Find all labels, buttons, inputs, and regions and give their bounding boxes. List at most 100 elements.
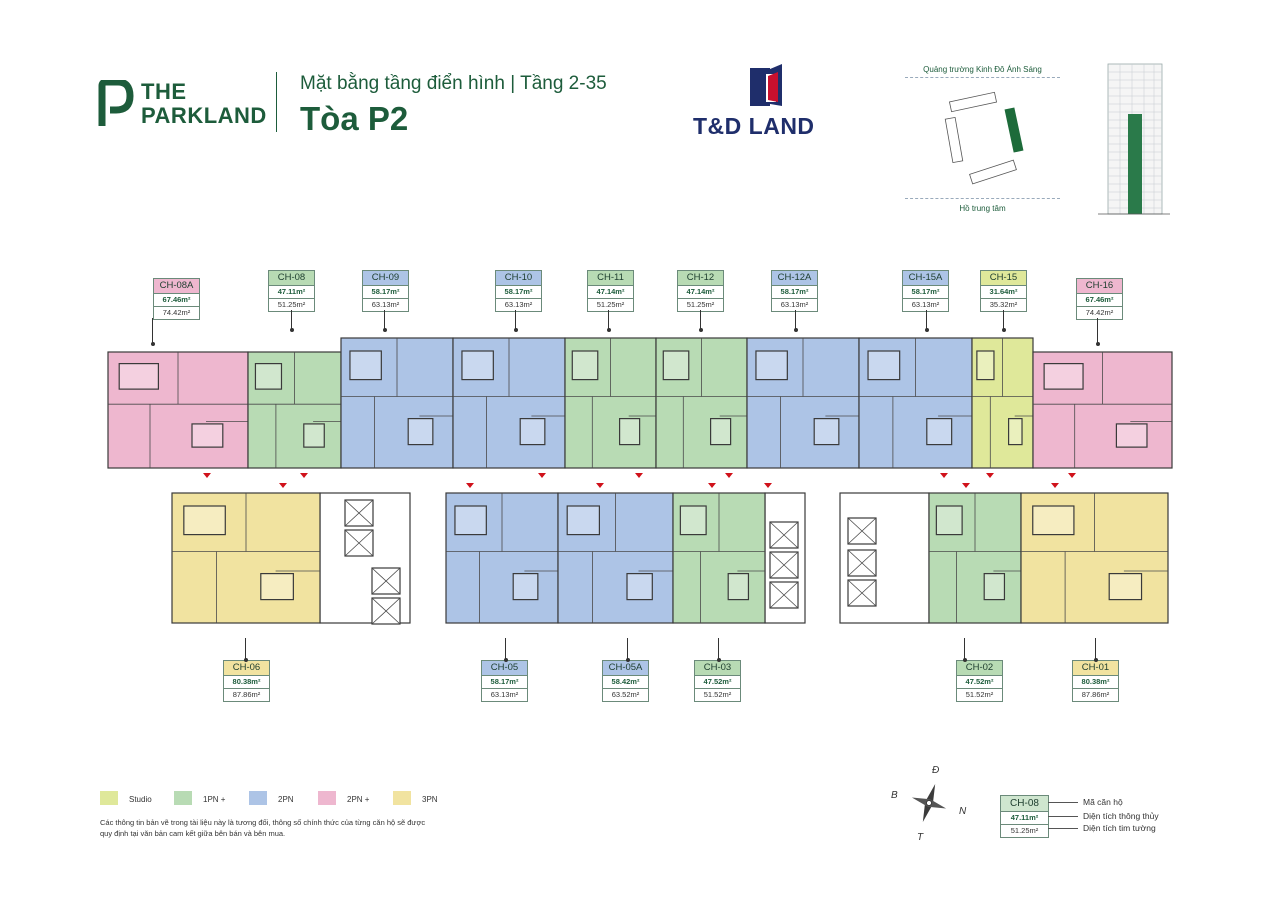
leader-bottom-2	[627, 638, 628, 660]
unit-top-4-bath	[618, 418, 641, 446]
unit-bottom-0-bath	[260, 572, 294, 601]
legend-label-2pn: 2PN	[278, 795, 294, 804]
entrance-marker-9	[764, 483, 772, 488]
unit-bottom-2-bed	[566, 505, 601, 536]
elevator-x2-6	[769, 581, 799, 609]
entrance-marker-4	[538, 473, 546, 478]
leader-top-9	[1097, 318, 1098, 344]
leader-top-3	[515, 310, 516, 330]
legend-swatch-1pn	[174, 791, 192, 805]
unit-gross-area: 35.32m²	[989, 300, 1018, 309]
leader-top-2	[384, 310, 385, 330]
developer-name: T&D LAND	[693, 113, 815, 139]
entrance-marker-3	[466, 483, 474, 488]
leader-top-5-dot	[698, 328, 703, 332]
unit-net-area: 58.42m²	[603, 676, 648, 689]
entrance-marker-13	[1051, 483, 1059, 488]
unit-net-area: 58.17m²	[903, 286, 948, 299]
leader-bottom-0-dot	[243, 658, 248, 662]
legend-swatch-3pn	[393, 791, 411, 805]
leader-bottom-1-dot	[503, 658, 508, 662]
leader-bottom-5	[1095, 638, 1096, 660]
site-plan-top-label: Quảng trường Kinh Đô Ánh Sáng	[923, 65, 1042, 74]
legend-label-3pn: 3PN	[422, 795, 438, 804]
unit-top-2-bed	[349, 350, 382, 381]
unit-gross-area: 51.52m²	[703, 690, 732, 699]
unit-top-0-bath	[191, 423, 224, 448]
unit-top-3-bath	[519, 418, 546, 446]
key-gross-label: Diện tích tim tường	[1083, 823, 1156, 833]
elevator-x2-1	[344, 529, 374, 557]
unit-top-9-bed	[1043, 363, 1084, 390]
td-land-logo-icon	[750, 64, 782, 106]
unit-top-1-bath	[303, 423, 325, 448]
key-code-label: Mã căn hộ	[1083, 797, 1123, 807]
unit-top-8-bed	[976, 350, 995, 381]
unit-top-8-bath	[1007, 418, 1023, 446]
leader-top-6-dot	[793, 328, 798, 332]
parkland-logo-icon	[98, 80, 134, 126]
legend-label-1pn: 1PN +	[203, 795, 226, 804]
unit-gross-area: 63.52m²	[611, 690, 640, 699]
unit-code: CH-15A	[903, 271, 948, 286]
leader-top-1	[291, 310, 292, 330]
unit-bottom-2-bath	[626, 572, 653, 601]
unit-gross-area: 74.42m²	[162, 308, 191, 317]
leader-bottom-2-dot	[625, 658, 630, 662]
entrance-marker-2	[300, 473, 308, 478]
unit-gross-area: 63.13m²	[504, 300, 533, 309]
entrance-marker-1	[279, 483, 287, 488]
unit-code: CH-03	[695, 661, 740, 676]
page-title: Tòa P2	[300, 100, 409, 137]
unit-gross-area: 51.25m²	[596, 300, 625, 309]
unit-net-area: 47.14m²	[588, 286, 633, 299]
key-net-label: Diện tích thông thủy	[1083, 811, 1159, 821]
unit-gross-area: 87.86m²	[232, 690, 261, 699]
leader-bottom-3-dot	[716, 658, 721, 662]
unit-code: CH-16	[1077, 279, 1122, 294]
unit-gross-area: 63.13m²	[490, 690, 519, 699]
leader-top-4-dot	[606, 328, 611, 332]
leader-top-9-dot	[1095, 342, 1100, 346]
unit-code: CH-08	[269, 271, 314, 286]
site-plan-bottom-line	[905, 198, 1060, 199]
key-line-gross	[1048, 828, 1078, 829]
site-plan-map	[944, 91, 1024, 185]
unit-code: CH-15	[981, 271, 1026, 286]
site-plan-bottom-label: Hồ trung tâm	[959, 204, 1006, 213]
leader-top-8-dot	[1001, 328, 1006, 332]
unit-net-area: 67.46m²	[1077, 294, 1122, 307]
entrance-marker-10	[940, 473, 948, 478]
compass-d: Đ	[932, 765, 940, 776]
unit-top-6-bed	[755, 350, 788, 381]
unit-top-0-bed	[118, 363, 159, 390]
key-net-area: 47.11m²	[1001, 812, 1048, 825]
elevator-x2-3	[371, 597, 401, 625]
unit-code: CH-10	[496, 271, 541, 286]
elevator-x2-2	[371, 567, 401, 595]
legend-swatch-2pn_plus	[318, 791, 336, 805]
leader-top-2-dot	[382, 328, 387, 332]
leader-top-7	[926, 310, 927, 330]
unit-gross-area: 51.52m²	[965, 690, 994, 699]
unit-gross-area: 51.25m²	[686, 300, 715, 309]
site-plan-top-line	[905, 77, 1060, 78]
leader-bottom-0	[245, 638, 246, 660]
unit-top-6-bath	[813, 418, 840, 446]
elevator-x2-5	[769, 551, 799, 579]
entrance-marker-0	[203, 473, 211, 478]
elevator-x2-0	[344, 499, 374, 527]
unit-bottom-3-bed	[679, 505, 707, 536]
leader-top-1-dot	[289, 328, 294, 332]
unit-net-area: 47.11m²	[269, 286, 314, 299]
elevator-x2-7	[847, 517, 877, 545]
